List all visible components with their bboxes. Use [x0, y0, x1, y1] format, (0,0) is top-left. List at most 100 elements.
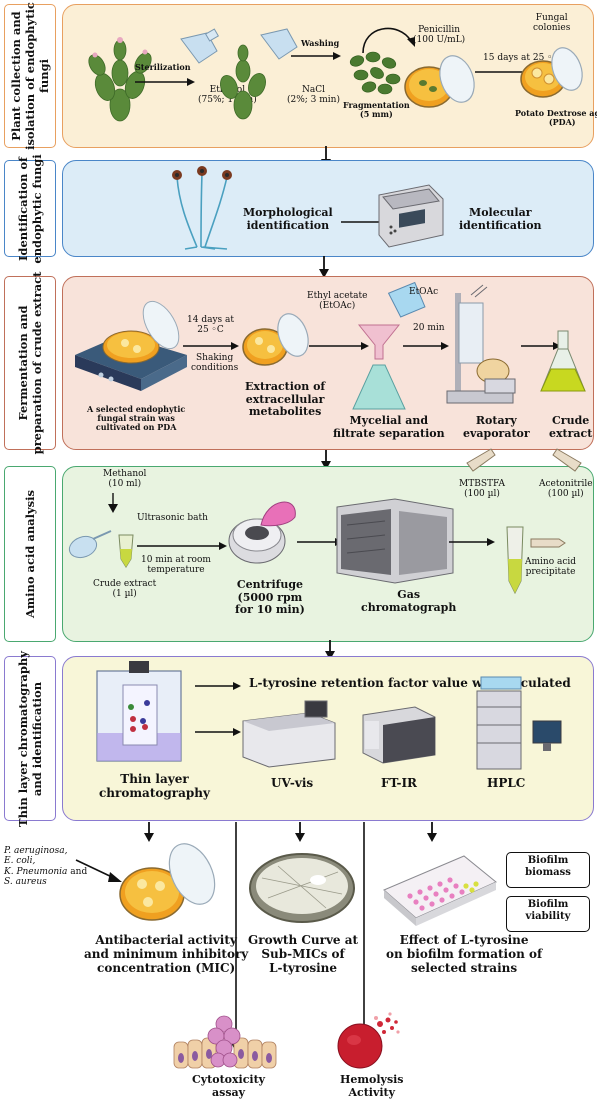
stage3-label-box: Fermentation and preparation of crude ex…	[4, 272, 56, 454]
arrow	[309, 342, 369, 350]
centrifuge-label: Centrifuge (5000 rpm for 10 min)	[235, 578, 305, 617]
cell-layer-icon	[173, 1015, 277, 1069]
down-arrow	[427, 822, 437, 842]
stage5-panel: Thin layer chromatography L-tyrosine ret…	[62, 656, 594, 821]
biofilm-effect-label: Effect of L-tyrosine on biofilm formatio…	[386, 933, 543, 975]
tlc-chamber-icon	[96, 661, 182, 762]
stage4-label-box: Amino acid analysis	[4, 466, 56, 642]
biofilm-biomass-label: Biofilm biomass	[525, 855, 571, 878]
min20-label: 20 min	[413, 323, 445, 333]
methanol-label: Methanol (10 ml)	[103, 469, 147, 490]
selected-strain-label: A selected endophytic fungal strain was …	[87, 404, 186, 433]
sterilization-label: Sterilization	[135, 62, 191, 72]
arrow	[137, 542, 227, 550]
shaking-label: Shaking conditions	[191, 353, 239, 374]
stage2-label-box: Identification of endophytic fungi	[4, 154, 56, 263]
beaker-icon	[387, 281, 426, 318]
down-arrow	[321, 450, 331, 470]
antibacterial-label: Antibacterial activity and minimum inhib…	[84, 933, 249, 975]
curved-arrow	[362, 27, 415, 54]
well-plate-icon	[383, 855, 497, 926]
pda-label: Potato Dextrose agar (PDA)	[515, 108, 597, 128]
petri-dish-icon	[119, 843, 216, 921]
ethanol-flask-icon	[180, 28, 220, 64]
stage5-label-box: Thin layer chromatography and identifica…	[4, 651, 56, 826]
stage4-panel: Methanol (10 ml) Crude extract (1 µl) Ul…	[62, 448, 594, 642]
biofilm-viability-label: Biofilm viability	[525, 899, 571, 922]
fungal-hyphae-icon	[172, 166, 232, 250]
rotary-evaporator-icon	[446, 284, 516, 404]
etoac-label: EtOAc	[409, 287, 439, 297]
arrow	[521, 342, 561, 350]
acetonitrile-label: Acetonitrile (100 µl)	[539, 479, 593, 500]
mtbstfa-label: MTBSTFA (100 µl)	[459, 479, 505, 500]
penicillin-label: Penicillin (100 U/mL)	[413, 25, 466, 46]
uv-vis-spectrometer-icon	[242, 700, 336, 768]
amino-precipitate-label: Amino acid precipitate	[525, 557, 577, 578]
morphological-label: Morphological identification	[243, 206, 333, 232]
molecular-label: Molecular identification	[459, 206, 542, 232]
strains-list: P. aeruginosa, E. coli, K. Pneumonia and…	[4, 846, 88, 888]
ultrasonic-label: Ultrasonic bath	[137, 513, 208, 523]
cactus-plant-icon	[88, 37, 152, 122]
ethyl-acetate-label: Ethyl acetate (EtOAc)	[307, 291, 368, 312]
ft-ir-label: FT-IR	[381, 776, 418, 790]
incubation-label: 15 days at 25 ◦C	[483, 53, 560, 63]
arrow	[75, 859, 122, 882]
hplc-label: HPLC	[487, 776, 526, 790]
tenmin-label: 10 min at room temperature	[141, 555, 211, 576]
stage1-label-box: Plant collection and isolation of endoph…	[4, 2, 56, 150]
washing-label: Washing	[301, 38, 340, 48]
arrow	[449, 538, 495, 546]
red-blood-cell-icon	[337, 1012, 400, 1069]
stage1-label: Plant collection and isolation of endoph…	[9, 2, 51, 150]
stage5-label: Thin layer chromatography and identifica…	[16, 650, 44, 827]
hemolysis-label: Hemolysis Activity	[340, 1073, 404, 1099]
down-arrow	[295, 822, 305, 842]
tube-icon	[552, 448, 582, 472]
arrow	[291, 52, 341, 60]
hplc-icon	[476, 676, 562, 770]
gas-chromatograph-label: Gas chromatograph	[361, 588, 457, 614]
wash-bottle-icon	[68, 530, 112, 559]
mycelial-label: Mycelial and filtrate separation	[333, 414, 445, 440]
crude-small-label: Crude extract (1 µl)	[93, 579, 157, 600]
arrow	[195, 728, 241, 736]
gas-chromatograph-icon	[336, 498, 454, 584]
arrow	[195, 682, 241, 690]
biofilm-viability-box: Biofilm viability	[506, 896, 590, 932]
days-label: 14 days at 25 ◦C	[187, 315, 234, 336]
ft-ir-spectrometer-icon	[362, 706, 436, 764]
arrow	[403, 342, 449, 350]
tlc-label: Thin layer chromatography	[99, 772, 210, 800]
growth-plate-icon	[249, 853, 355, 923]
fragmentation-label: Fragmentation (5 mm)	[343, 100, 410, 120]
down-arrow	[144, 822, 154, 842]
tube-icon	[530, 538, 566, 548]
centrifuge-icon	[228, 501, 296, 564]
cactus-plant-icon	[220, 44, 266, 120]
extraction-label: Extraction of extracellular metabolites	[245, 380, 326, 419]
flask-icon	[540, 330, 586, 392]
down-arrow	[319, 256, 329, 278]
fungal-colonies-label: Fungal colonies	[533, 13, 571, 34]
shaker-incubator-icon	[75, 300, 187, 391]
plant-fragments-icon	[349, 51, 401, 95]
nacl-label: NaCl (2%; 3 min)	[287, 85, 340, 106]
petri-dish-icon	[404, 55, 475, 108]
stage4-label: Amino acid analysis	[23, 490, 37, 618]
down-arrow	[108, 493, 118, 513]
thermal-cycler-icon	[378, 184, 444, 248]
petri-dish-icon	[520, 47, 583, 98]
uv-vis-label: UV-vis	[271, 776, 314, 790]
down-arrow	[325, 640, 335, 660]
tube-icon	[506, 526, 524, 595]
tube-icon	[466, 448, 496, 472]
crude-extract-label: Crude extract	[549, 414, 593, 440]
arrow	[183, 342, 239, 350]
nacl-flask-icon	[260, 28, 298, 60]
stage3-label: Fermentation and preparation of crude ex…	[16, 271, 44, 455]
tube-icon	[118, 534, 134, 568]
stage1-panel: Sterilization Ethanol (75%; 1 min) Washi…	[62, 4, 597, 148]
rotary-label: Rotary evaporator	[463, 414, 530, 440]
